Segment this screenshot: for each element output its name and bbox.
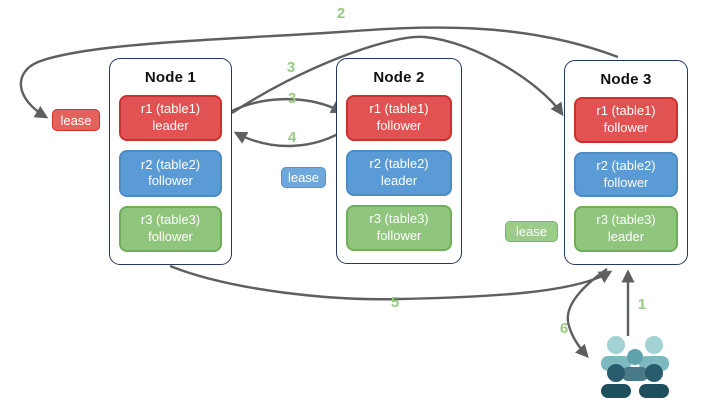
replica-role: leader [152,118,189,134]
replica-name: r2 (table2) [596,157,656,173]
replica-role: follower [148,228,193,244]
replica-name: r3 (table3) [596,212,656,228]
node-2-replica-r2: r2 (table2) leader [346,150,452,196]
replica-name: r1 (table1) [369,101,429,117]
node-1-title: Node 1 [144,69,197,86]
node-3-replica-r3: r3 (table3) leader [574,206,678,253]
step-number-3b: 3 [287,90,297,107]
node-1-replica-r3: r3 (table3) follower [119,205,222,252]
lease-badge-table2: lease [281,167,326,188]
node-2-title: Node 2 [373,69,425,86]
replica-role: follower [603,174,649,190]
replica-name: r2 (table2) [140,156,201,172]
node-2-replica-r1: r1 (table1) follower [346,95,452,141]
replica-role: follower [148,173,193,189]
replica-name: r3 (table3) [140,211,201,227]
lease-badge-table1: lease [52,109,100,131]
node-1-replica-r1: r1 (table1) leader [119,95,222,142]
replica-role: follower [603,119,649,135]
arrow-step2-node3-to-lease [19,26,619,119]
node-2-replica-r3: r3 (table3) follower [346,205,452,251]
step-number-6: 6 [559,320,569,337]
users-group-icon [601,336,669,398]
node-3-replica-r2: r2 (table2) follower [574,151,678,198]
replica-name: r3 (table3) [369,211,429,227]
replica-role: follower [376,118,422,133]
step-number-3a: 3 [286,59,296,76]
arrow-step6-node3-to-client [566,268,608,358]
replica-role: leader [607,229,645,245]
step-number-5: 5 [390,294,400,311]
replica-role: leader [380,173,418,188]
node-3-title: Node 3 [600,71,652,88]
node-3-replica-r1: r1 (table1) follower [574,97,678,143]
arrow-step3-leader-to-node2 [231,97,345,114]
arrow-step5-node1-to-node3 [169,264,613,301]
node-1-replica-r2: r2 (table2) follower [119,150,222,197]
replica-name: r1 (table1) [140,101,201,117]
replica-role: follower [376,228,422,243]
step-number-4: 4 [287,129,297,146]
node-2: Node 2 r1 (table1) follower r2 (table2) … [336,58,462,264]
node-1: Node 1 r1 (table1) leader r2 (table2) fo… [109,58,232,265]
node-3: Node 3 r1 (table1) follower r2 (table2) … [564,60,688,265]
lease-badge-table3: lease [505,221,558,242]
replica-name: r1 (table1) [596,102,656,118]
arrow-step3-leader-to-node3 [231,35,564,117]
step-number-2: 2 [336,5,346,22]
replica-name: r2 (table2) [369,156,429,172]
step-number-1: 1 [637,296,647,313]
